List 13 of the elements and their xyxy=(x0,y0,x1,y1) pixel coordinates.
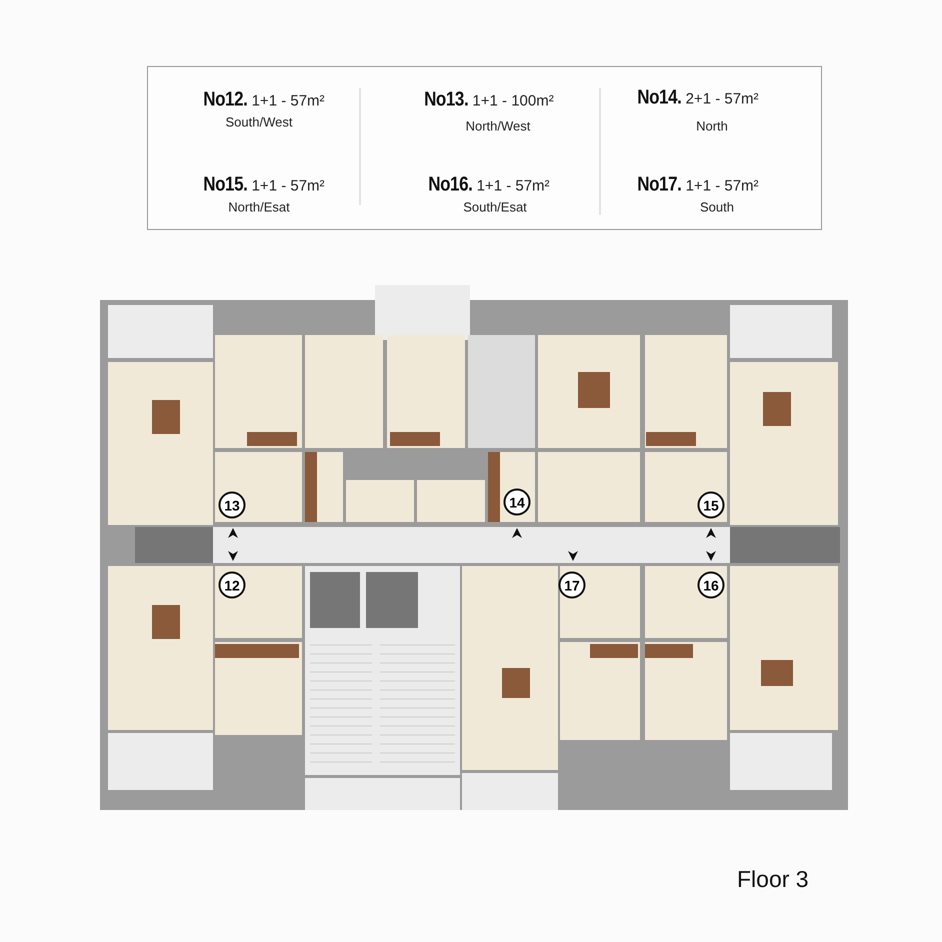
orientation-text: North/West xyxy=(466,118,530,134)
orientation-text: North/Esat xyxy=(228,200,290,214)
unit-title: No16. 1+1 - 57m² xyxy=(427,174,550,196)
unit-title: No15. 1+1 - 57m² xyxy=(202,174,325,196)
orientation-text: South/Esat xyxy=(463,200,527,214)
orientation-text: North xyxy=(696,118,728,134)
unit-title: No12. 1+1 - 57m² xyxy=(202,88,325,112)
orientation-text: South/West xyxy=(226,114,292,130)
unit-title: No14. 2+1 - 57m² xyxy=(636,86,759,110)
floor-title: Floor 3 xyxy=(737,866,809,893)
unit-title: No13. 1+1 - 100m² xyxy=(423,88,554,112)
unit-title: No17. 1+1 - 57m² xyxy=(636,174,759,196)
orientation-text: South xyxy=(700,200,734,214)
